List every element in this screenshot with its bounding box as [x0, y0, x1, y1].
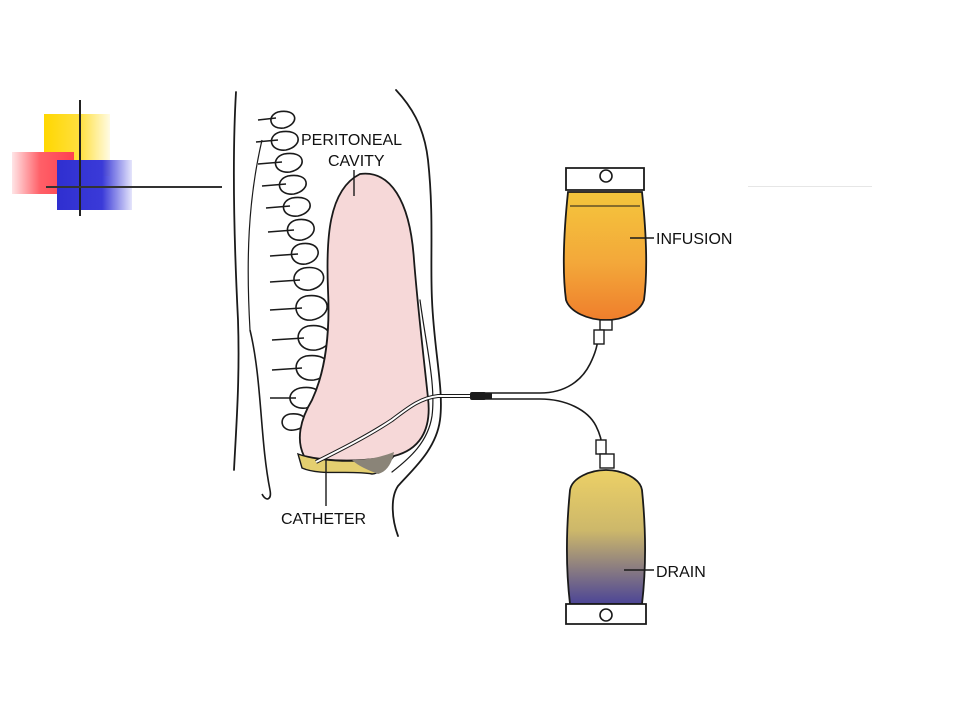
- label-peritoneal: PERITONEAL: [301, 132, 402, 149]
- label-drain: DRAIN: [656, 564, 706, 581]
- abdomen-outline: [391, 89, 442, 537]
- cavity-fluid-dark: [352, 452, 394, 474]
- label-catheter: CATHETER: [281, 511, 366, 528]
- faint-rule: [748, 186, 872, 187]
- corner-blue-square: [57, 160, 132, 210]
- abdomen-inner-line: [391, 299, 434, 473]
- label-leaders: [325, 170, 355, 506]
- drain-bag: [565, 439, 654, 625]
- body-outline: [232, 89, 442, 537]
- infusion-bag: [562, 167, 654, 345]
- label-cavity: CAVITY: [328, 153, 385, 170]
- tubing: [472, 335, 603, 449]
- tube-connector: [470, 392, 492, 400]
- back-outline: [232, 91, 240, 471]
- corner-vertical-line: [79, 100, 81, 216]
- corner-horizontal-line: [46, 186, 222, 188]
- spine: [247, 110, 332, 500]
- label-infusion: INFUSION: [656, 231, 732, 248]
